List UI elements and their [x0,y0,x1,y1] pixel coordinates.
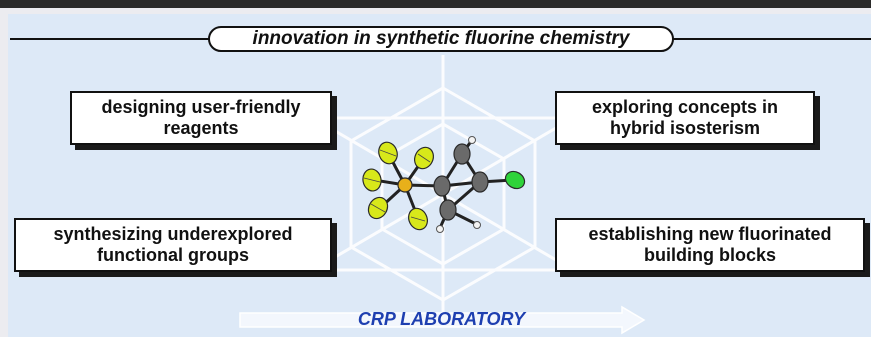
box-line-1: synthesizing underexplored [53,224,293,244]
crystal-structure-molecule-icon [362,136,526,233]
box-line-2: reagents [163,118,239,138]
graphic-panel [8,14,871,337]
box-line-2: building blocks [643,245,776,265]
box-hybrid-isosterism: exploring concepts in hybrid isosterism [555,91,815,145]
box-line-1: designing user-friendly [101,97,301,117]
top-dark-bar [0,0,871,8]
box-line-2: hybrid isosterism [609,118,761,138]
box-line-1: establishing new fluorinated [588,224,832,244]
right-arrow-icon [239,305,646,335]
box-functional-groups: synthesizing underexplored functional gr… [14,218,332,272]
box-line-1: exploring concepts in [591,97,779,117]
footer-lab-name: CRP LABORATORY [357,309,526,329]
box-line-2: functional groups [97,245,249,265]
box-designing-reagents: designing user-friendly reagents [70,91,332,145]
header-title: innovation in synthetic fluorine chemist… [208,26,674,52]
box-building-blocks: establishing new fluorinated building bl… [555,218,865,272]
